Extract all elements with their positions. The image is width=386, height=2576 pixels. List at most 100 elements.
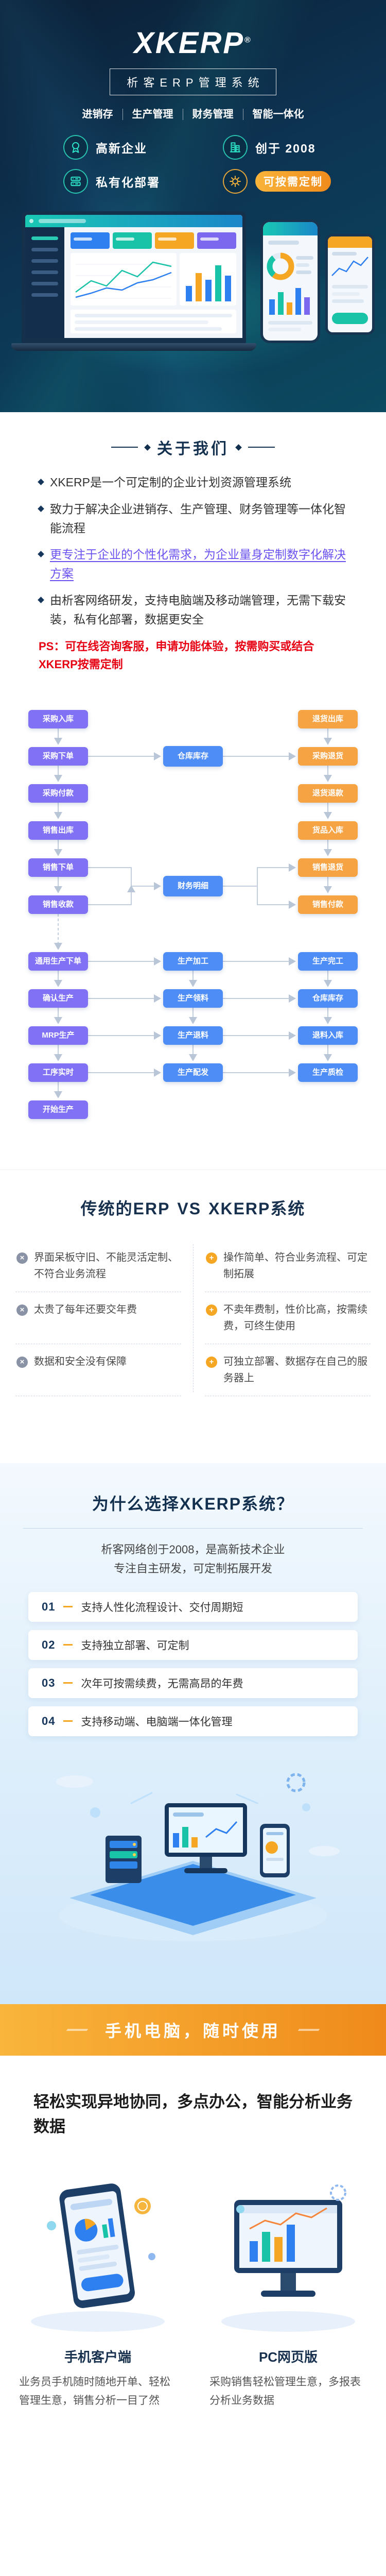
tagline: 进销存生产管理财务管理智能一体化 [0, 106, 386, 121]
laptop-base [11, 343, 256, 351]
comparison-row-left: ×太贵了每年还要交年费 [15, 1292, 181, 1344]
why-choose-section: 为什么选择XKERP系统？ 析客网络创于2008，是高新技术企业 专注自主研发，… [0, 1463, 386, 2004]
cross-icon: × [16, 1252, 28, 1264]
mobile-client-title: 手机客户端 [64, 2349, 131, 2365]
banner-text: 手机电脑，随时使用 [104, 2022, 281, 2040]
plus-icon: + [206, 1252, 217, 1264]
badge-customizable: 可按需定制 [193, 169, 353, 194]
product-subtitle: 析客ERP管理系统 [110, 69, 276, 95]
flow-box-warehouse-stock-2: 仓库库存 [298, 989, 358, 1008]
building-icon [223, 135, 248, 160]
server-icon [63, 169, 88, 194]
title-line-left [111, 447, 138, 448]
comparison-row-left: × 数据和安全没有保障 [15, 1344, 181, 1396]
why-item-2: 02 支持独立部署、可定制 [28, 1630, 358, 1660]
flow-box-general-production-order: 通用生产下单 [28, 952, 88, 971]
logo: XKERP® [0, 0, 386, 60]
why-choose-illustration [56, 1773, 340, 1941]
vs-title-left: 传统的ERP [80, 1199, 170, 1218]
comparison-text: 操作简单、符合业务流程、可定制拓展 [223, 1252, 367, 1280]
diamond-icon [235, 444, 242, 451]
badge-founded: 创于 2008 [193, 135, 353, 160]
about-title: 关于我们 [0, 436, 386, 459]
diamond-bullet-icon [38, 551, 44, 558]
pc-web-desc: 采购销售轻松管理生意，多报表分析业务数据 [209, 2376, 361, 2406]
flow-box-material-distribution: 生产配发 [163, 1063, 223, 1082]
item-text: 支持移动端、电脑端一体化管理 [81, 1716, 233, 1728]
flow-box-sales-receipt: 销售收款 [28, 895, 88, 914]
flow-box-start-production: 开始生产 [28, 1100, 88, 1119]
tagline-item: 智能一体化 [252, 109, 304, 120]
flow-box-production-qc: 生产质检 [298, 1063, 358, 1082]
badge-label: 高新企业 [96, 142, 147, 155]
why-subtitle: 析客网络创于2008，是高新技术企业 专注自主研发，可定制拓展开发 [0, 1540, 386, 1579]
phone-dashboard-graphic [263, 222, 318, 341]
tagline-item: 进销存 [73, 109, 123, 120]
diamond-icon [144, 444, 151, 451]
about-bullet: 致力于解决企业进销存、生产管理、财务管理等一体化智能流程 [38, 500, 347, 538]
features-section: 轻松实现异地协同，多点办公，智能分析业务数据 [0, 2056, 386, 2576]
item-text: 支持人性化流程设计、交付周期短 [81, 1601, 243, 1614]
divider [23, 1528, 363, 1529]
registered-mark: ® [244, 36, 252, 45]
item-number: 02 [42, 1638, 56, 1651]
flowchart-connectors [54, 728, 332, 1098]
badge-label: 创于 2008 [255, 142, 316, 155]
flow-box-purchase-inbound: 采购入库 [28, 710, 88, 728]
flow-box-sales-outbound: 销售出库 [28, 821, 88, 840]
item-number: 03 [42, 1676, 56, 1689]
comparison-text: 界面呆板守旧、不能灵活定制、不符合业务流程 [34, 1252, 178, 1280]
flow-box-purchase-return: 采购退货 [298, 747, 358, 766]
flow-box-production-processing: 生产加工 [163, 952, 223, 971]
comparison-text: 数据和安全没有保障 [34, 1356, 127, 1367]
mobile-client-desc: 业务员手机随时随地开单、轻松管理生意，销售分析一目了然 [19, 2376, 170, 2406]
tagline-item: 生产管理 [122, 109, 183, 120]
flow-box-sales-return: 销售退货 [298, 858, 358, 877]
comparison-text: 可独立部署、数据存在自己的服务器上 [223, 1356, 367, 1384]
comparison-grid: × 界面呆板守旧、不能灵活定制、不符合业务流程 + 操作简单、符合业务流程、可定制拓… [15, 1240, 371, 1396]
chevron-decoration-right [297, 2029, 320, 2031]
item-text: 支持独立部署、可定制 [81, 1639, 189, 1652]
feature-cards: 手机客户端 业务员手机随时随地开单、轻松管理生意，销售分析一目了然 PC网页版 … [13, 2163, 373, 2410]
pc-illustration [221, 2184, 355, 2332]
comparison-row-right: + 不卖年费制，性价比高，按需续费，可终生使用 [205, 1292, 371, 1344]
badge-private-deploy: 私有化部署 [33, 169, 193, 194]
dash-decoration [63, 1644, 73, 1646]
dash-decoration [63, 1606, 73, 1608]
about-bullet-text: 致力于解决企业进销存、生产管理、财务管理等一体化智能流程 [50, 502, 346, 535]
comparison-text: 太贵了每年还要交年费 [34, 1304, 137, 1315]
about-bullet-text: XKERP是一个可定制的企业计划资源管理系统 [50, 476, 291, 489]
why-item-3: 03 次年可按需续费，无需高昂的年费 [28, 1668, 358, 1698]
phone-chart-graphic [328, 236, 372, 332]
flow-box-return-material-inbound: 退料入库 [298, 1026, 358, 1045]
why-item-4: 04 支持移动端、电脑端一体化管理 [28, 1706, 358, 1736]
pc-web-card: PC网页版 采购销售轻松管理生意，多报表分析业务数据 [203, 2163, 373, 2410]
chevron-decoration-left [66, 2029, 89, 2031]
about-title-text: 关于我们 [157, 440, 229, 457]
dash-decoration [63, 1682, 73, 1684]
dash-decoration [63, 1720, 73, 1722]
flow-box-mrp-production: MRP生产 [28, 1026, 88, 1045]
plus-icon: + [206, 1357, 217, 1368]
phone-illustration [31, 2183, 165, 2332]
flow-box-goods-inbound: 货品入库 [298, 821, 358, 840]
why-title: 为什么选择XKERP系统？ [92, 1495, 294, 1513]
phone-mockup-2 [325, 234, 375, 335]
comparison-row-left: × 界面呆板守旧、不能灵活定制、不符合业务流程 [15, 1240, 181, 1292]
about-bullet: 由析客网络研发，支持电脑端及移动端管理，无需下载安装，私有化部署，数据更安全 [38, 591, 347, 629]
comparison-text: 不卖年费制，性价比高，按需续费，可终生使用 [223, 1304, 367, 1332]
mobile-client-card: 手机客户端 业务员手机随时随地开单、轻松管理生意，销售分析一目了然 [13, 2163, 183, 2410]
plus-icon: + [206, 1304, 217, 1316]
cross-icon: × [16, 1357, 28, 1368]
item-text: 次年可按需续费，无需高昂的年费 [81, 1677, 243, 1690]
diamond-bullet-icon [38, 505, 44, 512]
laptop-dashboard-graphic [25, 215, 242, 338]
features-heading: 轻松实现异地协同，多点办公，智能分析业务数据 [33, 2093, 353, 2136]
about-bullet-text: 更专注于企业的个性化需求，为企业量身定制数字化解决方案 [50, 548, 346, 581]
pc-web-title: PC网页版 [258, 2349, 318, 2365]
item-number: 04 [42, 1714, 56, 1727]
ps-note: PS：可在线咨询客服，申请功能体验，按需购买或结合XKERP按需定制 [39, 639, 314, 671]
